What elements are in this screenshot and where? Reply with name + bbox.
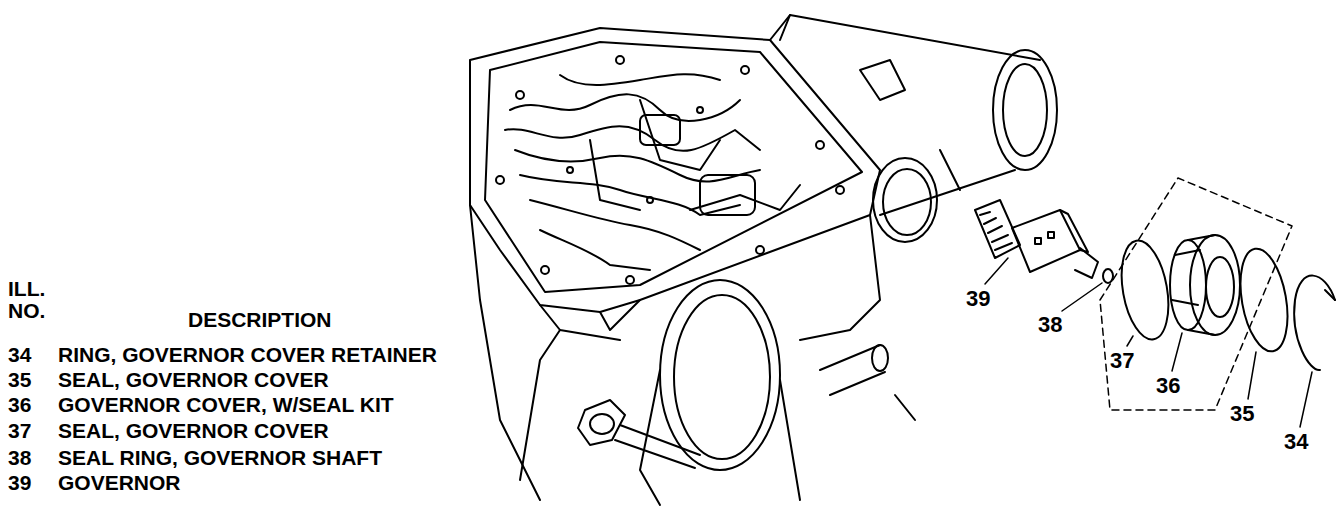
table-cell: 37	[8, 420, 31, 442]
table-cell: 38	[8, 447, 31, 469]
table-cell: GOVERNOR COVER, W/SEAL KIT	[58, 394, 394, 416]
table-cell: SEAL, GOVERNOR COVER	[58, 369, 329, 391]
table-cell: RING, GOVERNOR COVER RETAINER	[58, 344, 437, 366]
table-cell: 39	[8, 472, 31, 494]
table-cell: GOVERNOR	[58, 472, 181, 494]
table-header: ILL. NO.	[8, 278, 64, 322]
table-cell: 34	[8, 344, 31, 366]
callout-number: 38	[1038, 313, 1062, 336]
table-header: DESCRIPTION	[188, 309, 332, 331]
callout-number: 36	[1156, 374, 1180, 397]
table-cell: SEAL RING, GOVERNOR SHAFT	[58, 447, 382, 469]
table-cell: 35	[8, 369, 31, 391]
callout-number: 37	[1110, 349, 1134, 372]
table-cell: 36	[8, 394, 31, 416]
callout-number: 35	[1230, 402, 1254, 425]
table-cell: SEAL, GOVERNOR COVER	[58, 420, 329, 442]
callout-number: 39	[966, 287, 990, 310]
callout-number: 34	[1284, 430, 1308, 453]
